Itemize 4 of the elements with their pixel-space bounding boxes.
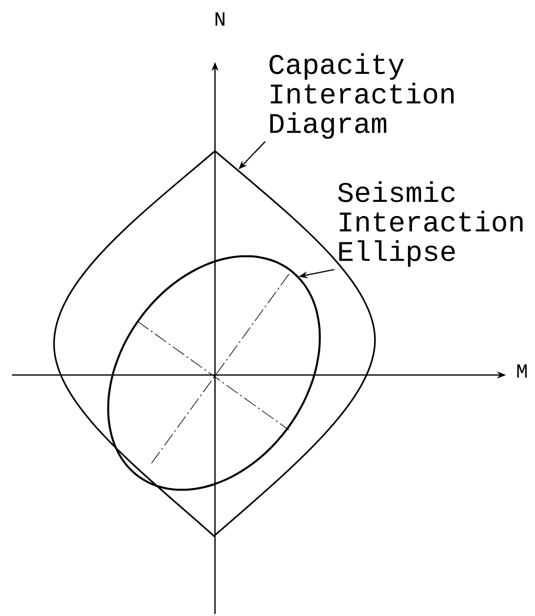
axis-label: M [517, 364, 527, 378]
curve-label: Capacity Interaction Diagram [270, 53, 454, 139]
curve-label: Seismic Interaction Ellipse [338, 181, 523, 267]
axis-label: N [216, 12, 224, 26]
